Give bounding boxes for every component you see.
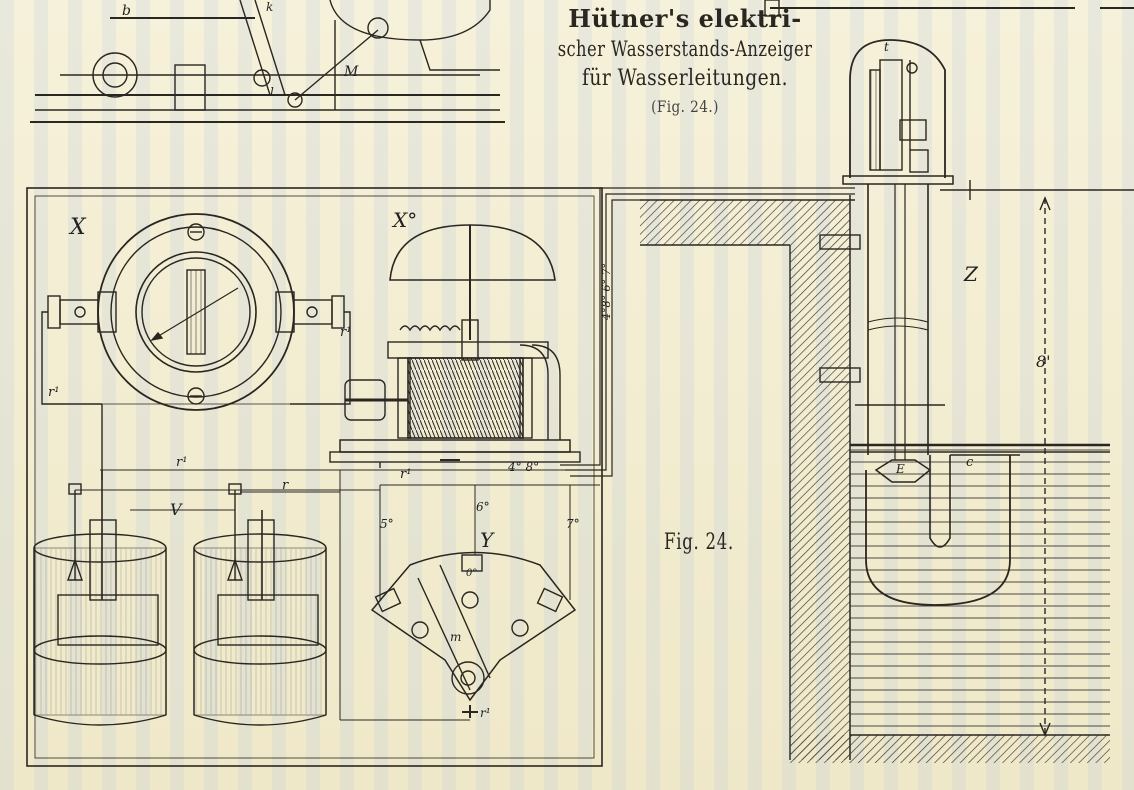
title-line-1: Hütner's elektri- <box>568 4 802 33</box>
title-line-2: scher Wasserstands-Anzeiger <box>557 37 813 61</box>
electromagnet-bell-x0 <box>329 224 581 468</box>
label-v: V <box>170 500 182 519</box>
label-4-8-deg: 4° 8° <box>508 460 540 474</box>
label-c: c <box>966 455 974 470</box>
title-line-3: für Wasserleitungen. <box>582 66 788 91</box>
compass-x <box>41 213 351 480</box>
figure-label: Fig. 24. <box>664 530 735 555</box>
title-subtitle: (Fig. 24.) <box>651 97 719 116</box>
label-e: E <box>896 462 905 476</box>
label-k: k <box>266 0 274 14</box>
label-5-deg: 5° <box>380 517 394 531</box>
label-r: r <box>282 478 289 493</box>
label-r1-c: r¹ <box>340 325 352 340</box>
label-t: t <box>884 40 889 54</box>
label-0-deg: 0° <box>466 568 478 579</box>
battery-cell-left <box>33 470 167 726</box>
label-r1-b: r¹ <box>48 385 60 400</box>
label-M: M <box>344 64 359 80</box>
label-z: Z <box>964 262 978 286</box>
switch-y <box>370 551 577 718</box>
label-7-deg: 7° <box>566 517 580 531</box>
plate-title: Hütner's elektri- scher Wasserstands-Anz… <box>515 4 855 120</box>
label-wire-degrees: 4°8° 6° 7° <box>600 263 613 320</box>
wiring <box>75 187 855 721</box>
label-6-deg: 6° <box>476 500 490 514</box>
schematic-frame <box>26 187 603 767</box>
label-m: m <box>450 630 462 644</box>
label-height: 8' <box>1036 352 1051 371</box>
label-r1-d: r¹ <box>400 467 412 482</box>
battery-cell-right <box>193 483 327 726</box>
label-b: b <box>122 3 131 19</box>
label-y: Y <box>480 528 494 552</box>
label-r1-e: r¹ <box>480 706 491 720</box>
label-x0: X° <box>393 208 418 232</box>
label-x: X <box>70 215 86 240</box>
machine-fragment <box>30 0 505 123</box>
label-l: l <box>270 85 274 99</box>
label-r1-a: r¹ <box>176 455 188 470</box>
water-level-shaft <box>640 39 1134 763</box>
